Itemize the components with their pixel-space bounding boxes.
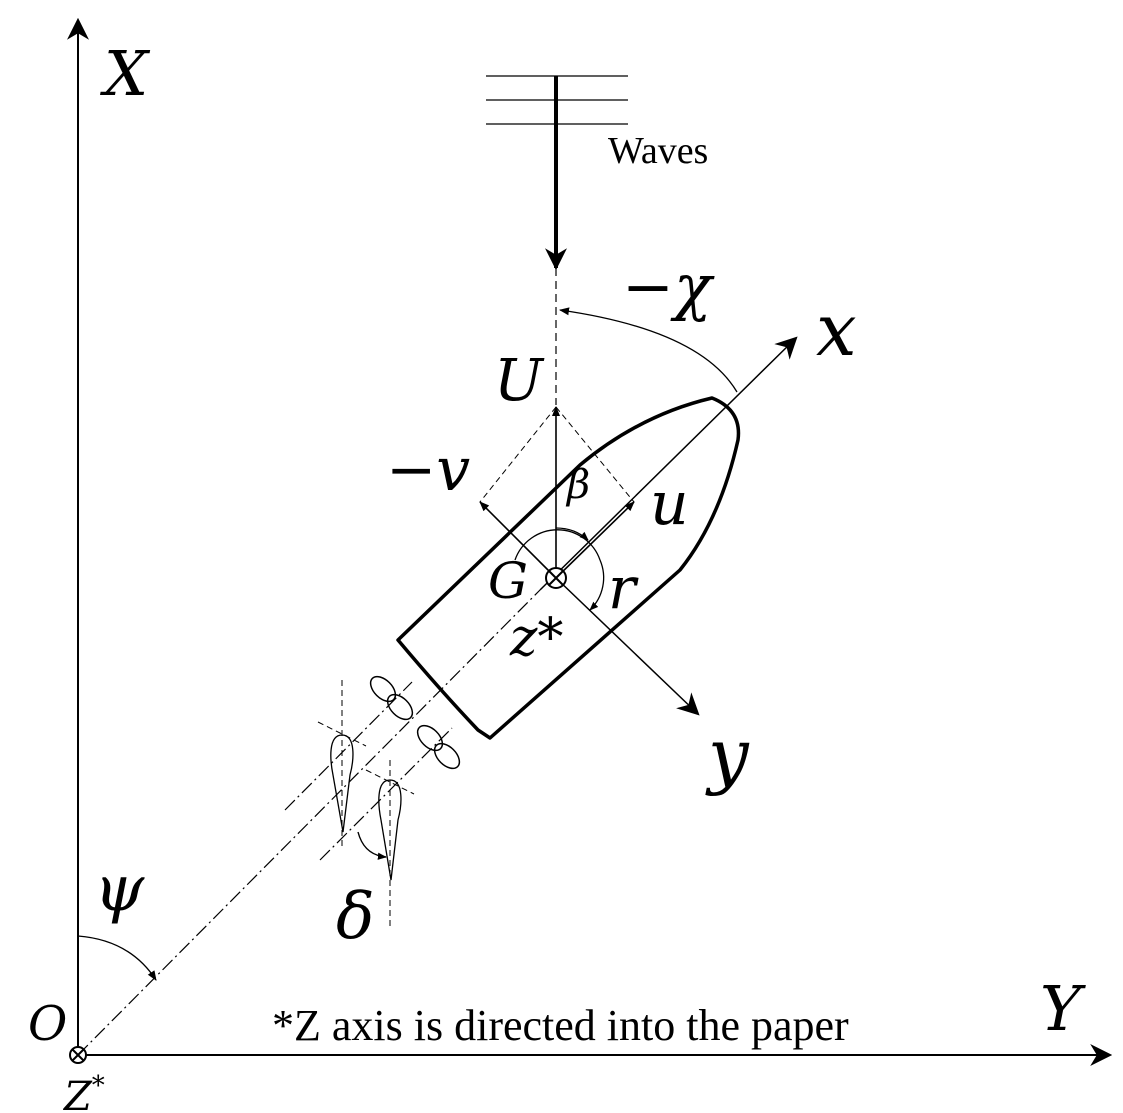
neg-v-label: −v [386,435,470,505]
velocity-decomposition-box [479,406,635,503]
body-x-label: x [816,288,857,372]
r-label: r [608,554,639,622]
z-star-label: z* [509,608,563,668]
beta-label: β [565,462,590,508]
psi-arc [77,935,157,981]
psi-label: ψ [94,852,145,926]
body-y-axis [555,577,700,716]
global-z-label: Z* [62,1071,105,1113]
chi-label: −χ [622,250,715,323]
waves-label: Waves [608,130,708,172]
global-x-label: X [100,37,151,110]
body-x-axis [539,336,798,591]
propeller-port [369,675,414,721]
rudder-port [317,680,367,850]
delta-arc [357,831,387,860]
origin-label: O [28,996,67,1052]
propeller-starboard [416,724,461,770]
velocity-small-u-arrow [555,501,635,579]
ship-hull [396,396,741,740]
velocity-neg-v-arrow [479,501,557,579]
body-y-label: y [705,713,750,797]
delta-label: δ [336,880,375,954]
center-of-gravity-symbol [545,567,567,589]
beta-arc [555,527,589,541]
global-y-label: Y [1040,972,1086,1045]
ship-centerline [77,589,541,1056]
g-label: G [488,552,528,610]
speed-label: U [494,346,545,414]
yaw-rate-arc-top [514,529,601,561]
chi-arc [559,307,738,393]
z-axis-note: *Z axis is directed into the paper [272,1001,849,1050]
yaw-rate-arc [589,559,605,611]
u-label: u [650,469,689,539]
rudder-starboard [365,760,415,930]
